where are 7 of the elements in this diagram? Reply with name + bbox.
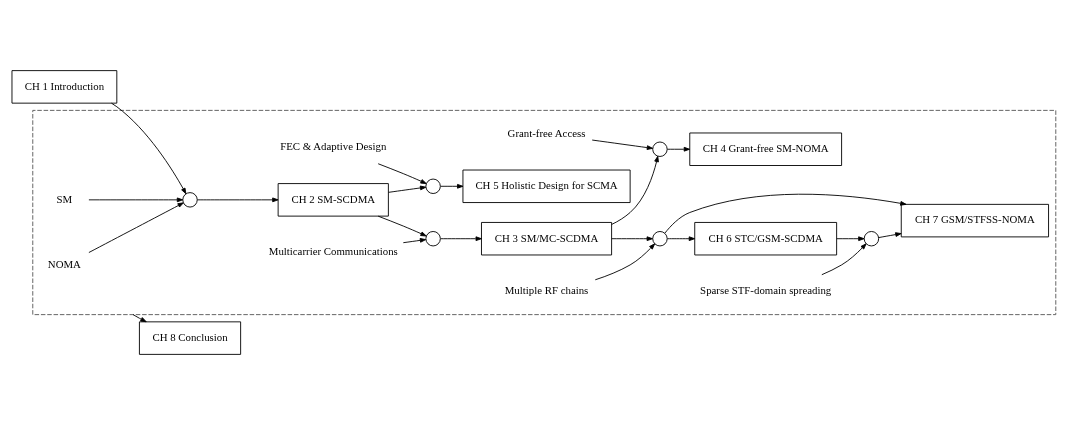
node-text: Multicarrier Communications [268, 245, 398, 258]
node-text: FEC & Adaptive Design [280, 140, 387, 153]
node-text: SM [56, 192, 73, 205]
node-text: NOMA [47, 257, 81, 270]
node-text: Grant-free Access [507, 126, 586, 139]
node-text: Sparse STF-domain spreading [700, 283, 832, 296]
node-text: Multiple RF chains [504, 283, 589, 296]
